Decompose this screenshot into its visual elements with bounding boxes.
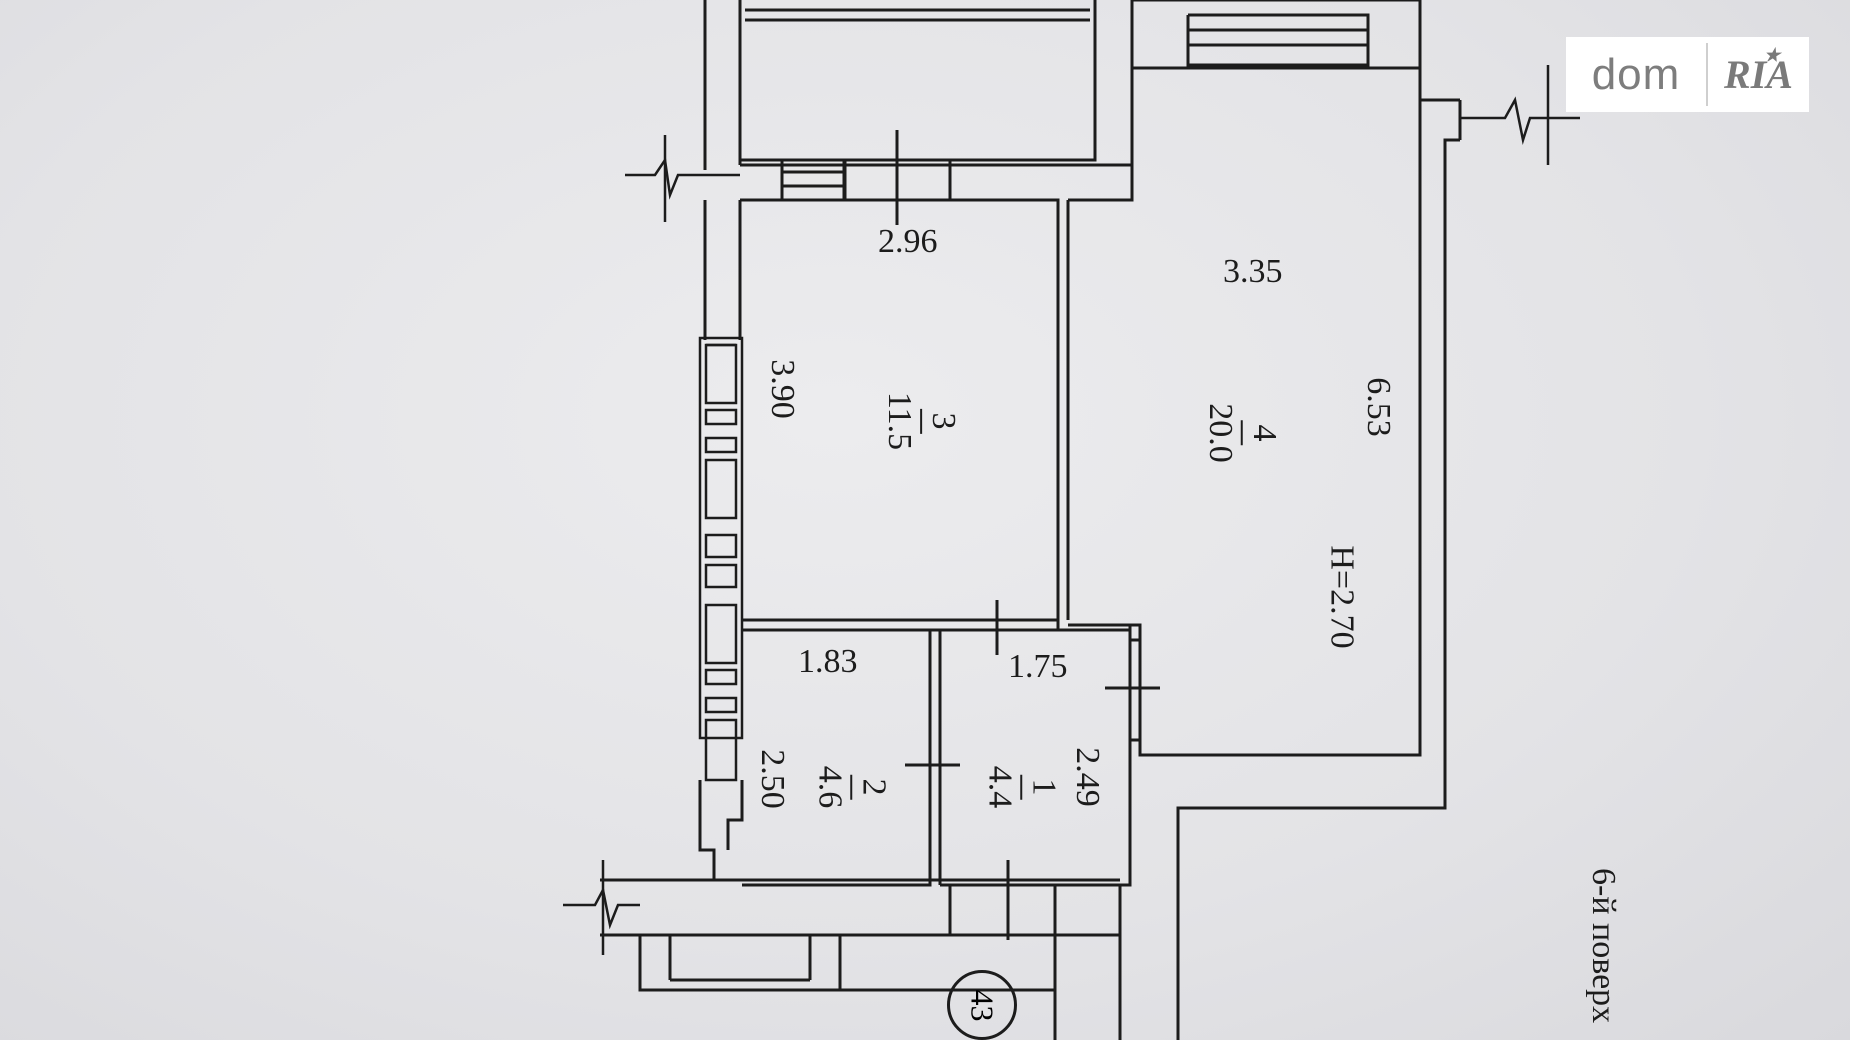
room-4-label: 4 20.0 — [1201, 403, 1283, 463]
room-number: 3 — [920, 408, 962, 434]
room-area: 4.4 — [981, 765, 1019, 809]
watermark-dom-text: dom — [1591, 49, 1681, 99]
domria-watermark-logo: dom ★ RIA — [1566, 37, 1809, 112]
dimension-room3-width: 2.96 — [878, 223, 938, 260]
window-segments — [698, 336, 744, 782]
room-1-label: 1 4.4 — [981, 765, 1062, 809]
room-area: 20.0 — [1201, 403, 1239, 463]
break-symbol-right — [1460, 65, 1580, 165]
room-number: 2 — [850, 774, 892, 800]
room-number: 4 — [1240, 420, 1283, 446]
dimension-room4-width: 3.35 — [1223, 253, 1283, 290]
unit-number-badge: 43 — [947, 970, 1017, 1040]
ceiling-height: H=2.70 — [1323, 545, 1361, 649]
dimension-room2-length: 2.50 — [753, 749, 791, 809]
room-number: 1 — [1020, 774, 1062, 800]
break-symbol-left — [625, 135, 740, 222]
break-symbol-bottom — [563, 860, 640, 955]
watermark-ria-label: RIA — [1724, 52, 1793, 97]
room-area: 4.6 — [811, 765, 849, 809]
dimension-room1-length: 2.49 — [1068, 747, 1106, 807]
dimension-room3-length: 3.90 — [763, 359, 801, 419]
dimension-room4-length: 6.53 — [1359, 377, 1397, 437]
room-2-label: 2 4.6 — [811, 765, 892, 809]
unit-number: 43 — [964, 989, 1001, 1021]
room-3-label: 3 11.5 — [881, 391, 962, 451]
star-icon: ★ — [1764, 45, 1781, 65]
room-area: 11.5 — [881, 391, 919, 451]
dimension-room2-width: 1.83 — [798, 643, 858, 680]
dimension-room1-width: 1.75 — [1008, 648, 1068, 685]
watermark-ria-text: ★ RIA — [1708, 37, 1809, 112]
floor-label: 6-й поверх — [1585, 868, 1622, 1024]
watermark-divider — [1706, 43, 1708, 106]
